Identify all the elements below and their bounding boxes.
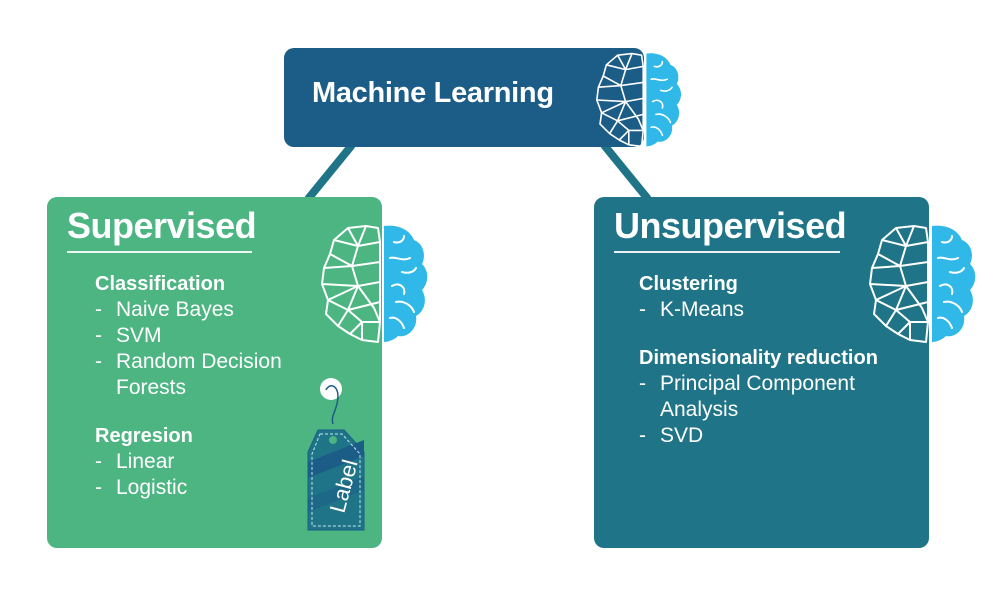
node-supervised: Supervised Classification -Naive Bayes -… [47, 197, 382, 548]
list-item: -Random Decision Forests [95, 350, 282, 399]
section-heading: Regresion [95, 425, 193, 447]
brain-icon [321, 224, 429, 343]
root-node-machine-learning: Machine Learning [284, 48, 644, 147]
list-item: -Linear [95, 450, 175, 473]
list-item: -Logistic [95, 476, 188, 499]
connector-right [600, 142, 652, 202]
list-item: -Naive Bayes [95, 298, 234, 321]
list-item: -K-Means [639, 298, 745, 321]
section-heading: Clustering [639, 273, 738, 295]
node-unsupervised: Unsupervised Clustering -K-Means Dimensi… [594, 197, 929, 548]
brain-icon [595, 52, 682, 148]
root-title: Machine Learning [312, 77, 554, 109]
list-item: -SVD [639, 424, 704, 447]
supervised-title: Supervised [67, 205, 257, 253]
unsupervised-content: Clustering -K-Means Dimensionality reduc… [639, 271, 889, 449]
list-item: -SVM [95, 324, 162, 347]
label-tag-icon: Label [307, 378, 365, 531]
list-item: -Principal Component Analysis [639, 372, 855, 421]
brain-icon [869, 224, 977, 343]
section-heading: Classification [95, 273, 226, 295]
unsupervised-title: Unsupervised [614, 205, 847, 253]
section-heading: Dimensionality reduction [639, 347, 878, 369]
connector-left [304, 142, 356, 202]
supervised-content: Classification -Naive Bayes -SVM -Random… [95, 271, 325, 501]
